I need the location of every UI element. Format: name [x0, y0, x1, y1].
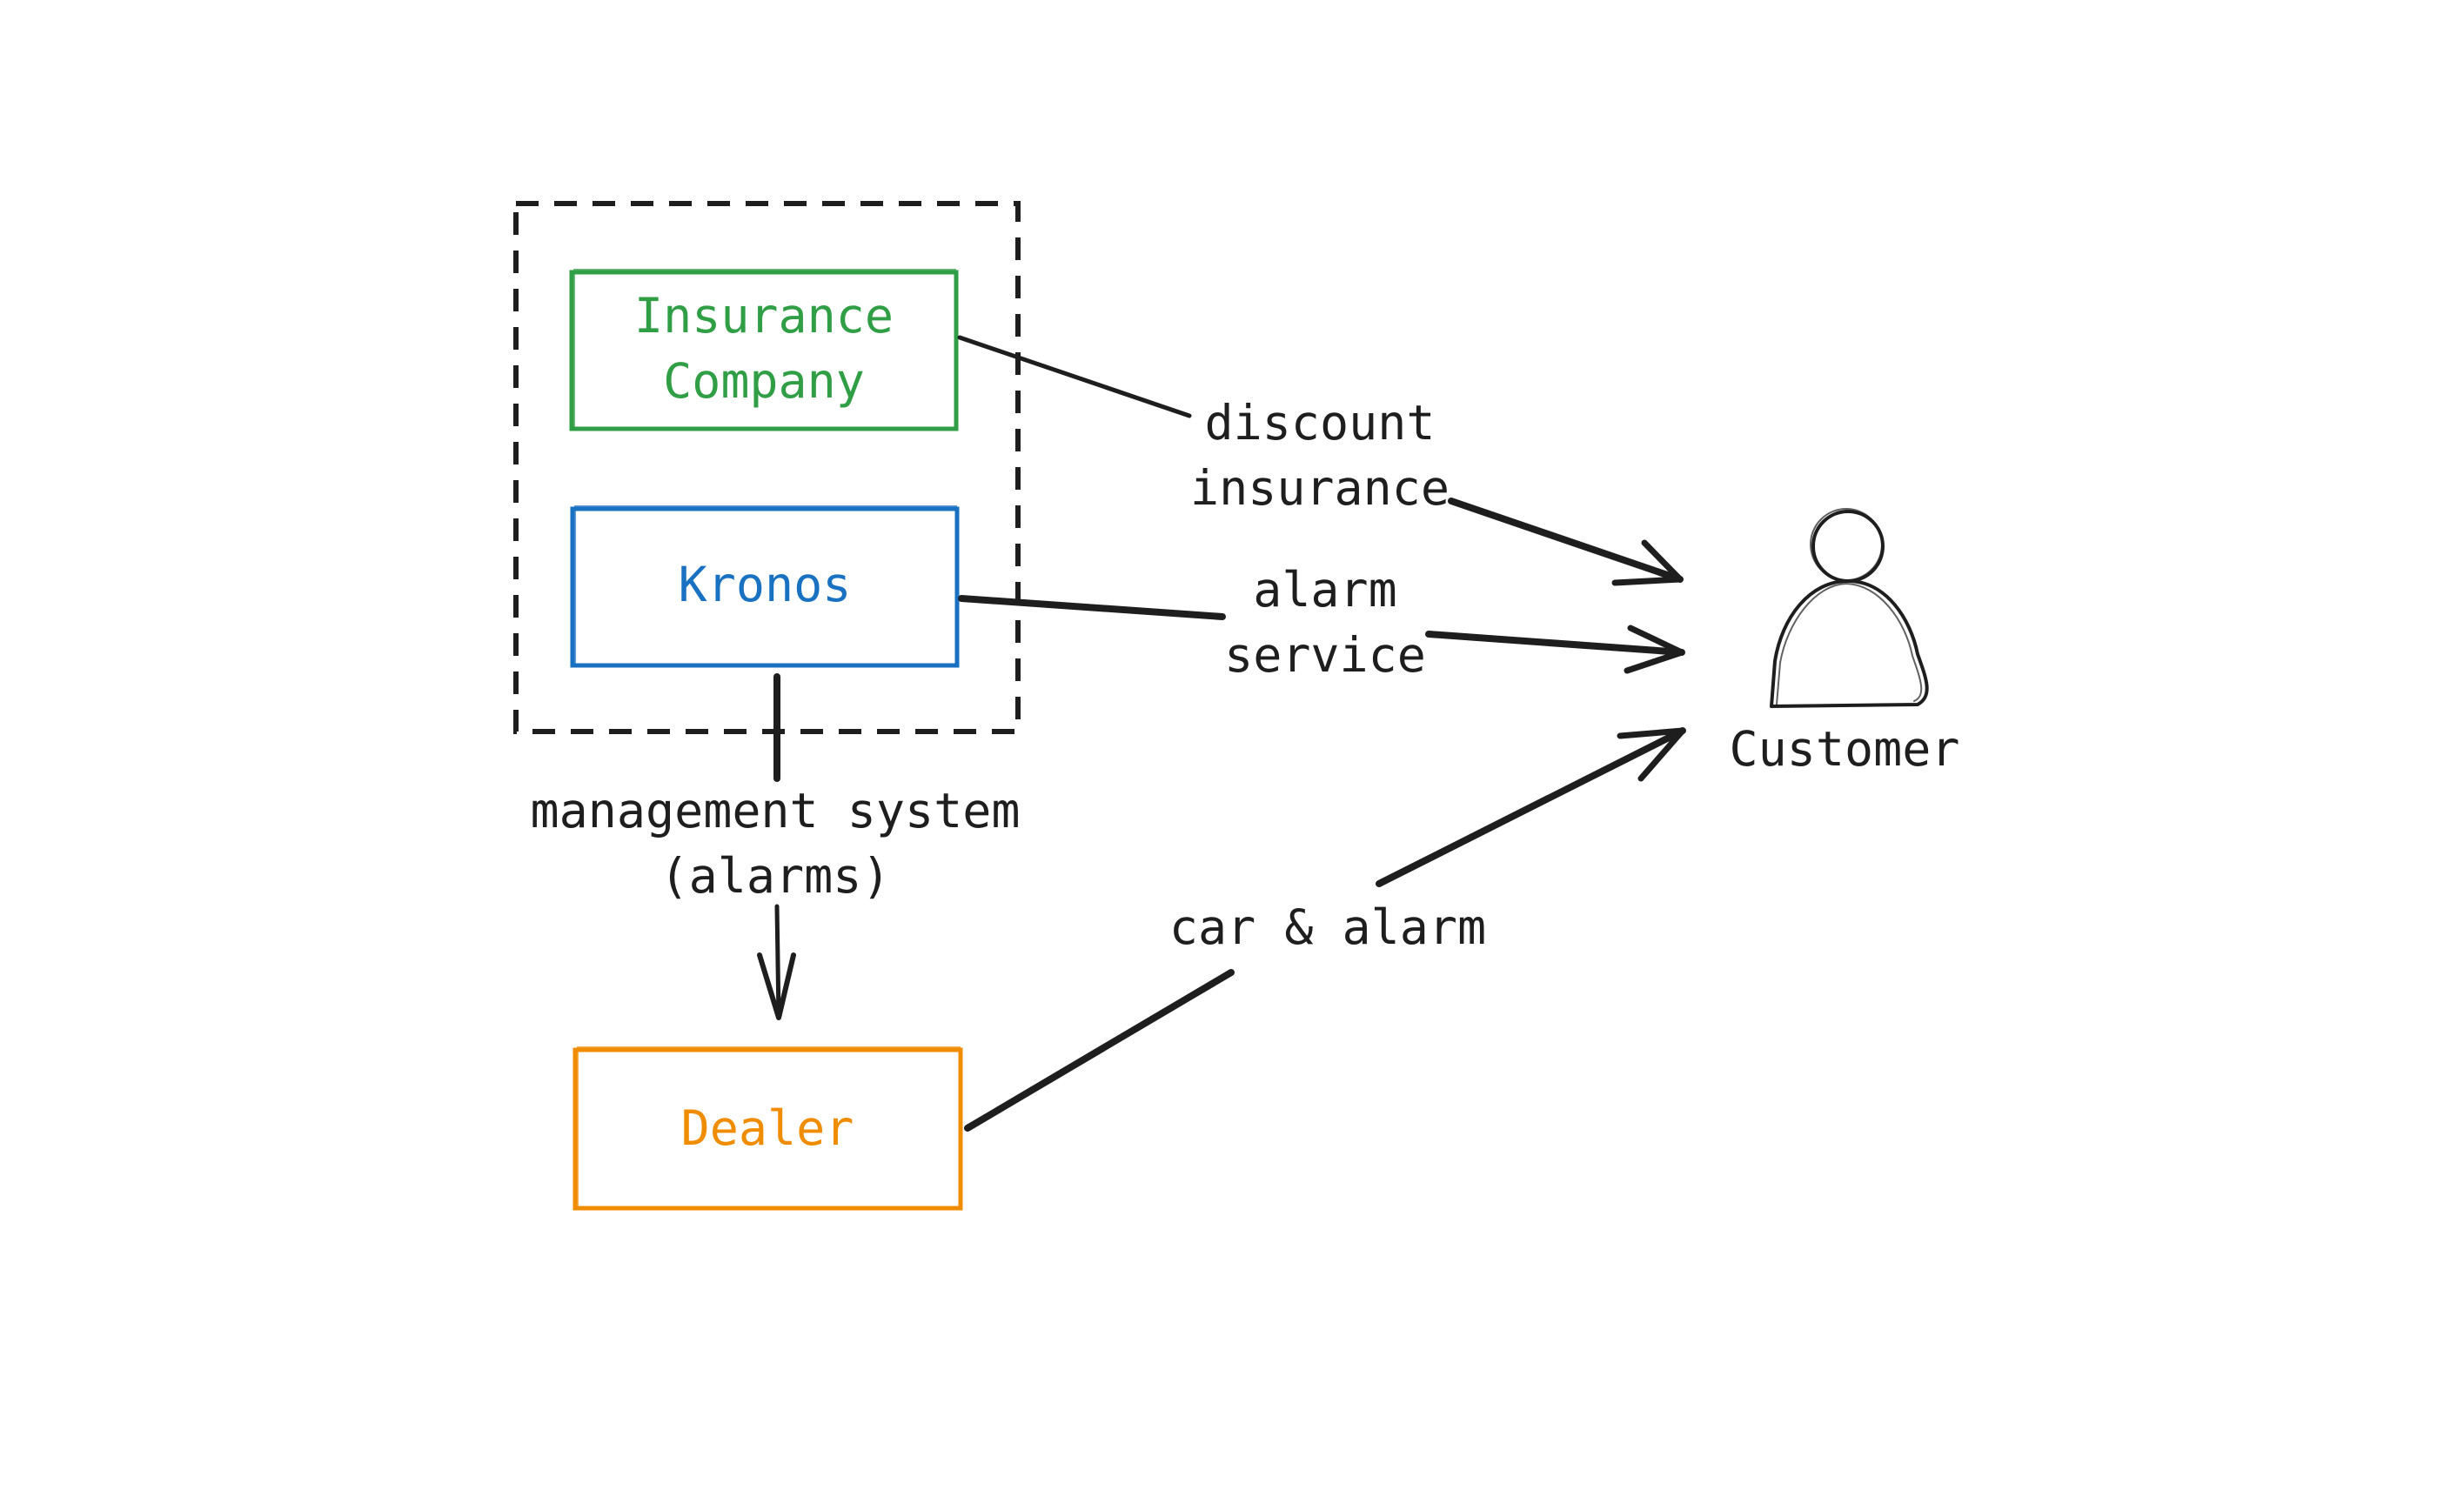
insurance-company-label-line2: Company — [663, 353, 865, 409]
dealer-label: Dealer — [681, 1100, 854, 1156]
customer-actor[interactable]: Customer — [1730, 508, 1960, 777]
arrowhead — [757, 952, 796, 1020]
arrowhead — [1617, 727, 1686, 782]
edge-alarm-service-label-line2: service — [1224, 627, 1426, 683]
arrowhead — [1611, 539, 1684, 586]
edge-management-system-label-line1: management system — [531, 783, 1021, 839]
customer-label: Customer — [1730, 721, 1960, 777]
arrowhead — [1624, 625, 1685, 674]
edge-car-and-alarm-label: car & alarm — [1169, 899, 1486, 955]
dealer-node[interactable]: Dealer — [572, 1046, 963, 1211]
person-icon — [1770, 508, 1929, 708]
kronos-node[interactable]: Kronos — [570, 505, 960, 668]
edge-car-and-alarm[interactable] — [964, 727, 1686, 1132]
edge-discount-insurance-label-line2: insurance — [1190, 460, 1450, 516]
insurance-company-label-line1: Insurance — [634, 288, 894, 344]
edge-alarm-service[interactable] — [958, 595, 1685, 674]
edge-management-system[interactable] — [757, 673, 796, 1020]
insurance-company-node[interactable]: Insurance Company — [569, 269, 959, 431]
kronos-label: Kronos — [679, 557, 852, 612]
edge-discount-insurance[interactable] — [957, 335, 1684, 586]
edge-alarm-service-label-line1: alarm — [1253, 562, 1397, 618]
edge-discount-insurance-label-line1: discount — [1205, 395, 1436, 451]
group-boundary — [513, 201, 1021, 734]
edge-management-system-label-line2: (alarms) — [660, 848, 891, 904]
